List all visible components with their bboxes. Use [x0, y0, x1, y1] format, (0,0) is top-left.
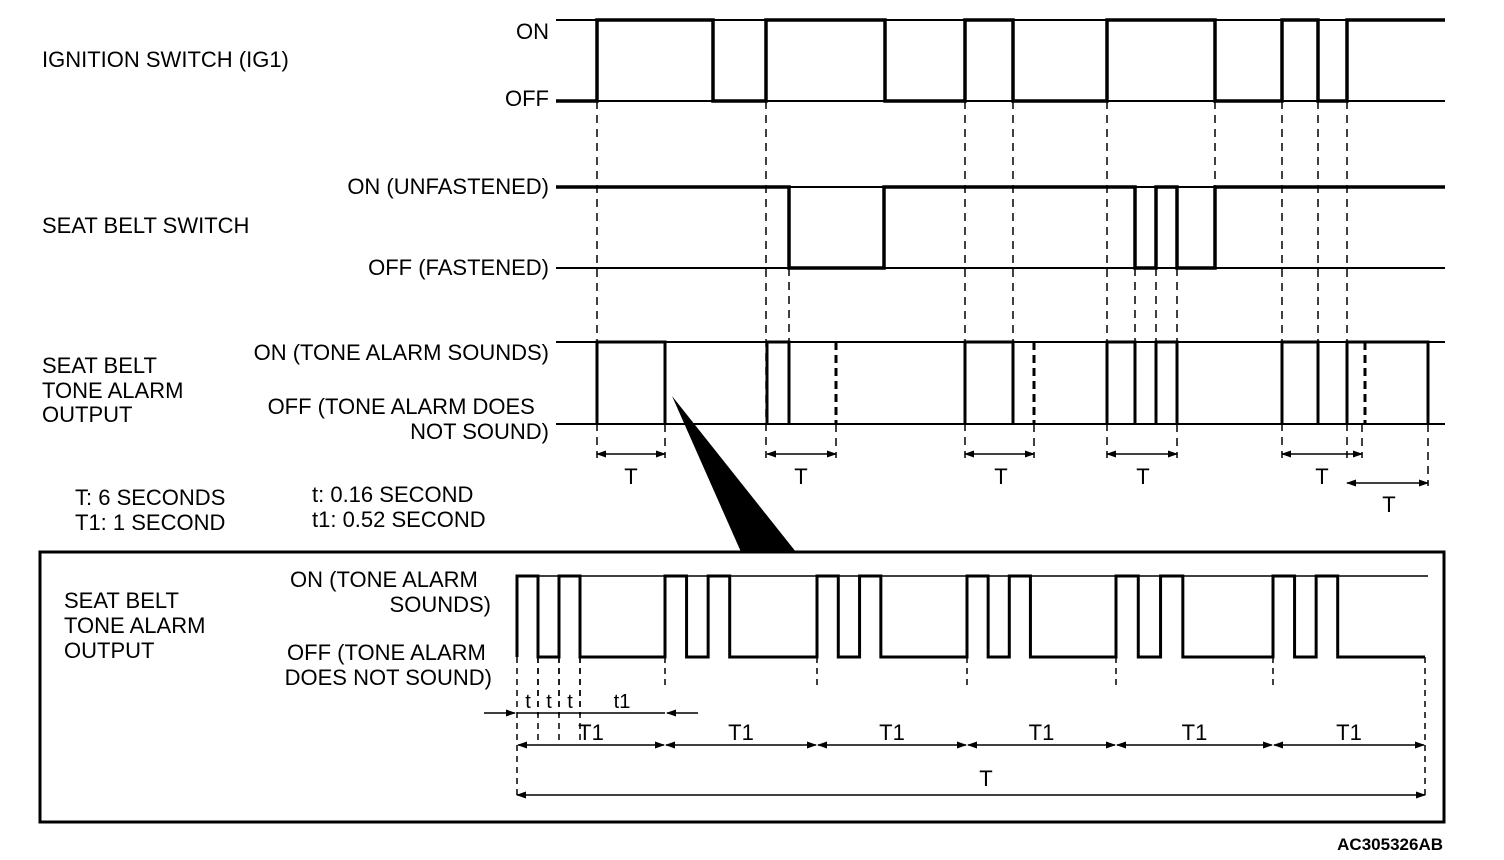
- T1-dimension-label: T1: [1336, 720, 1362, 745]
- legend-t: t: 0.16 SECOND: [312, 482, 473, 507]
- alarm-waveform: [595, 340, 1430, 424]
- seat-belt-on-level-label: ON (UNFASTENED): [347, 174, 549, 199]
- detail-zoom-callout: [672, 396, 796, 552]
- seat-belt-switch-label: SEAT BELT SWITCH: [42, 213, 249, 238]
- period-label: T: [994, 464, 1007, 489]
- figure-code: AC305326AB: [1337, 835, 1443, 854]
- seat-belt-waveform: [556, 185, 1445, 270]
- alarm-cancelled-period-marks: [834, 342, 1367, 424]
- ignition-on-level-label: ON: [516, 19, 549, 44]
- period-label: T: [1315, 464, 1328, 489]
- detail-off-level-label: OFF (TONE ALARM DOES NOT SOUND): [285, 640, 492, 690]
- ignition-waveform: [556, 18, 1445, 103]
- t-interval-label: t: [546, 691, 552, 713]
- ignition-off-level-label: OFF: [505, 86, 549, 111]
- seat-belt-off-level-label: OFF (FASTENED): [368, 255, 549, 280]
- period-label: T: [1136, 464, 1149, 489]
- T1-dimension-label: T1: [578, 720, 604, 745]
- seat-belt-reference-lines: [556, 186, 1445, 269]
- timing-legend: T: 6 SECONDS T1: 1 SECOND t: 0.16 SECOND…: [75, 482, 486, 535]
- T1-dimension-label: T1: [1029, 720, 1055, 745]
- detail-pulse-train: [515, 574, 1425, 659]
- alarm-on-level-label: ON (TONE ALARM SOUNDS): [254, 340, 549, 365]
- period-dimension-labels: T T T T T T: [624, 464, 1395, 517]
- detail-alarm-output-label: SEAT BELT TONE ALARM OUTPUT: [64, 588, 212, 663]
- detail-on-level-label: ON (TONE ALARM SOUNDS): [290, 567, 491, 617]
- alarm-reference-lines: [556, 341, 1445, 425]
- T1-dimension-label: T1: [1182, 720, 1208, 745]
- detail-t-labels: t t t t1: [525, 691, 630, 713]
- legend-T: T: 6 SECONDS: [75, 485, 225, 510]
- legend-t1: t1: 0.52 SECOND: [312, 507, 486, 532]
- T1-dimension-label: T1: [879, 720, 905, 745]
- t-interval-label: t: [567, 691, 573, 713]
- T1-dimension-label: T1: [728, 720, 754, 745]
- detail-guide-lines: [516, 657, 1426, 800]
- detail-total-period-label: T: [979, 766, 992, 791]
- legend-T1: T1: 1 SECOND: [75, 510, 225, 535]
- period-label: T: [624, 464, 637, 489]
- detail-T1-dimensions: T1 T1 T1 T1 T1 T1: [517, 720, 1425, 749]
- detail-pulse-waveform: [515, 574, 1425, 659]
- detail-box: [38, 550, 1446, 824]
- t-interval-label: t: [525, 691, 531, 713]
- ignition-switch-label: IGNITION SWITCH (IG1): [42, 47, 289, 72]
- alarm-off-level-label: OFF (TONE ALARM DOES NOT SOUND): [268, 394, 549, 444]
- period-dimension-arrows: [596, 450, 1429, 487]
- t1-interval-label: t1: [614, 691, 631, 713]
- alarm-output-label: SEAT BELT TONE ALARM OUTPUT: [42, 353, 190, 427]
- period-label: T: [794, 464, 807, 489]
- event-guide-lines: [596, 101, 1429, 486]
- period-label: T: [1382, 492, 1395, 517]
- ignition-reference-lines: [556, 19, 1445, 102]
